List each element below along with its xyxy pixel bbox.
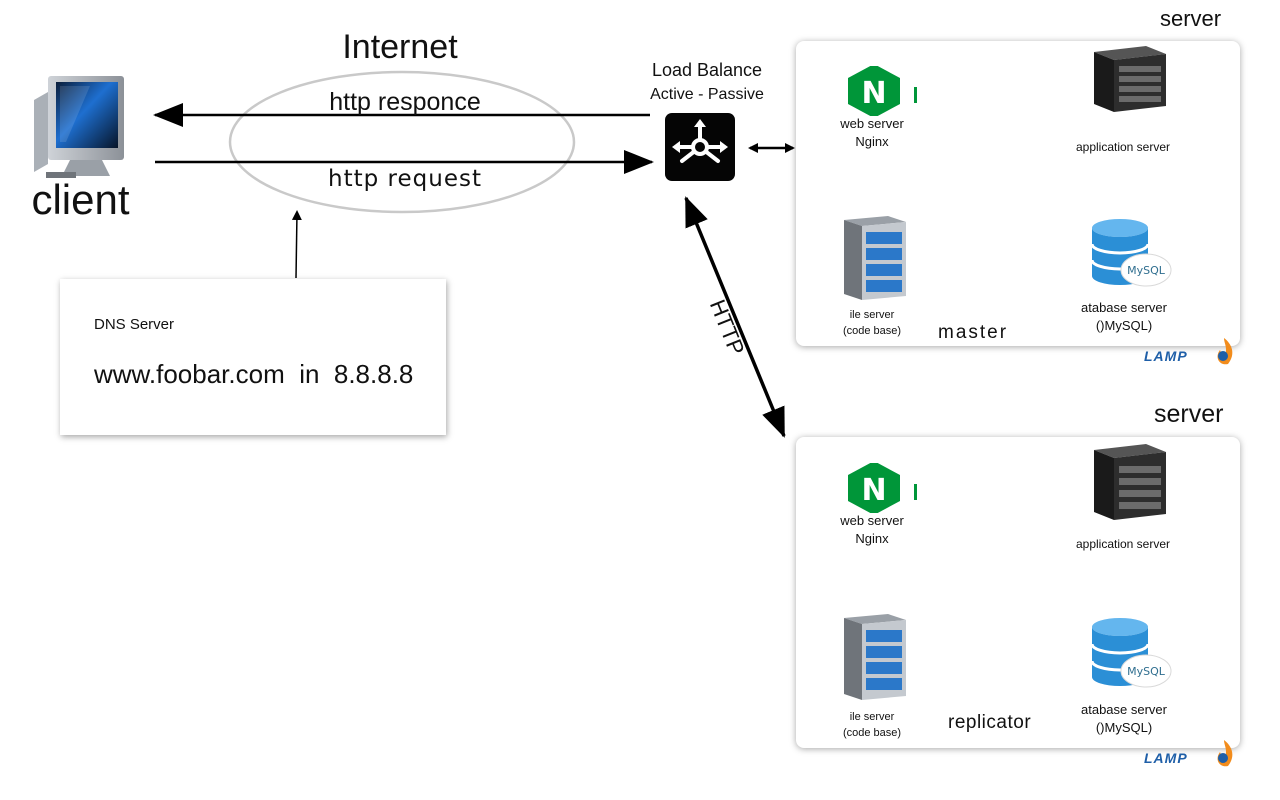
file-server-icon	[844, 614, 906, 700]
master-db-sublabel: ()MySQL)	[1095, 318, 1153, 333]
master-file-label: ile server	[849, 309, 895, 321]
nginx-icon: N	[848, 463, 917, 513]
master-web-sublabel: Nginx	[855, 134, 889, 149]
lamp-badge-text: LAMP	[1144, 348, 1188, 364]
replicator-db-sublabel: ()MySQL)	[1095, 720, 1153, 735]
svg-text:N: N	[861, 76, 886, 111]
master-role-label: master	[938, 322, 1009, 343]
server-title-master: server	[1160, 6, 1222, 31]
database-icon: MySQL	[1090, 219, 1172, 287]
lamp-badge-master: LAMP	[1144, 336, 1240, 370]
dns-record: www.foobar.com in 8.8.8.8	[94, 359, 414, 389]
nginx-icon: N	[848, 66, 917, 116]
dns-server-card: DNS Server www.foobar.com in 8.8.8.8	[60, 279, 446, 435]
replicator-file-sublabel: (code base)	[842, 727, 902, 739]
master-app-label: application server	[1075, 140, 1171, 154]
replicator-app-label: application server	[1075, 537, 1171, 551]
lamp-flame-icon	[1217, 338, 1233, 365]
load-balancer-title: Load Balance	[651, 60, 763, 80]
internet-title: Internet	[342, 28, 458, 66]
replicator-role-label: replicator	[948, 712, 1032, 733]
dns-server-title: DNS Server	[94, 316, 175, 333]
svg-text:MySQL: MySQL	[1127, 665, 1166, 678]
lb-replicator-arrow	[684, 196, 786, 438]
svg-text:N: N	[861, 473, 886, 508]
lamp-badge-text: LAMP	[1144, 750, 1188, 766]
dns-arrow	[291, 210, 302, 279]
load-balancer-mode: Active - Passive	[650, 86, 764, 103]
master-web-label: web server	[840, 116, 904, 131]
http-response-label: http responce	[329, 88, 481, 116]
file-server-icon	[844, 216, 906, 300]
master-file-sublabel: (code base)	[842, 325, 902, 337]
database-icon: MySQL	[1090, 618, 1172, 688]
internet-cloud	[228, 70, 576, 214]
svg-text:MySQL: MySQL	[1127, 264, 1166, 277]
server-title-replicator: server	[1154, 400, 1224, 428]
application-server-icon	[1094, 444, 1166, 520]
replicator-web-label: web server	[840, 513, 904, 528]
lamp-flame-icon	[1217, 740, 1233, 767]
client-label: client	[31, 176, 130, 223]
replicator-db-label: atabase server	[1081, 702, 1167, 717]
master-db-label: atabase server	[1081, 300, 1167, 315]
replicator-file-label: ile server	[849, 711, 895, 723]
computer-monitor-icon	[34, 76, 124, 178]
load-balancer-icon[interactable]	[665, 113, 735, 181]
replicator-web-sublabel: Nginx	[855, 531, 889, 546]
application-server-icon	[1094, 46, 1166, 112]
lamp-badge-replicator: LAMP	[1144, 738, 1240, 772]
http-request-label: http request	[328, 166, 482, 192]
